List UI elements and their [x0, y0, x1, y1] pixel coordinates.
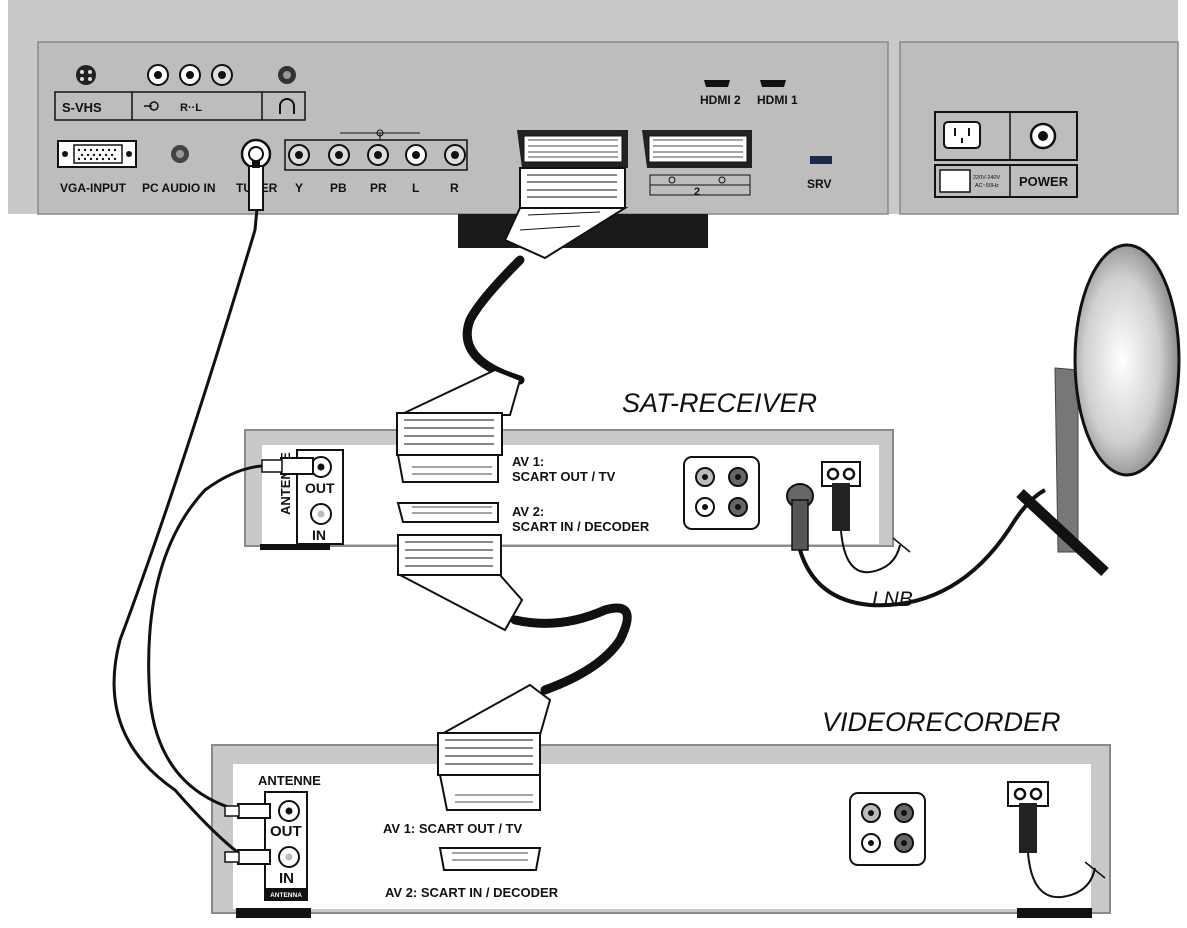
comp-label-y: Y: [295, 181, 303, 195]
hdmi-1-port: [760, 80, 786, 87]
sat-receiver-title: SAT-RECEIVER: [622, 388, 817, 418]
srv-port: [810, 156, 832, 164]
vga-port: [57, 140, 137, 168]
sat-out-label: OUT: [305, 480, 335, 496]
satellite-dish: [1016, 243, 1181, 577]
sat-av2-scart-plug: [397, 534, 524, 632]
vcr-title: VIDEORECORDER: [822, 707, 1061, 737]
tuner-jack: [240, 138, 272, 170]
lnb-label: LNB: [872, 588, 913, 611]
sat-av1-line1: AV 1:: [512, 454, 544, 469]
svhs-label: S-VHS: [62, 100, 102, 115]
av-input-icon: [144, 101, 159, 111]
vcr-av1-scart-plug: [436, 683, 552, 811]
comp-label-l: L: [412, 181, 419, 195]
sat-power-plug: [821, 461, 911, 574]
srv-label: SRV: [807, 177, 831, 191]
scart-2-label: 2: [694, 186, 700, 198]
headphone-icon: [279, 98, 295, 114]
videorecorder: VIDEORECORDER ANTENNE OUT IN ANTENNA AV …: [211, 707, 1111, 918]
svhs-jack: [76, 65, 96, 85]
av-rca-jacks: [147, 64, 233, 86]
vcr-antenna-badge: ANTENNA: [270, 892, 302, 899]
hdmi-1-label: HDMI 1: [757, 93, 798, 107]
headphone-jack: [278, 66, 296, 84]
comp-label-pb: PB: [330, 181, 347, 195]
sat-av2-scart-port: [396, 502, 499, 523]
voltage-line-2: AC~50Hz: [975, 183, 999, 189]
lnb-connector: [786, 483, 814, 551]
pc-audio-label: PC AUDIO IN: [142, 181, 216, 195]
vcr-rca-jacks: [849, 792, 926, 866]
hdmi-2-port: [704, 80, 730, 87]
power-socket: [943, 121, 981, 149]
sat-rca-jacks: [683, 456, 760, 530]
tv-back-panel: S-VHS R··L VGA-INPUT PC AUDIO IN: [8, 0, 1179, 248]
component-jacks: [288, 144, 466, 166]
pc-audio-jack: [171, 145, 189, 163]
sat-av1-scart-plug: [396, 368, 522, 483]
power-button: [1029, 122, 1057, 150]
tv-scart-plug: [503, 167, 629, 260]
vcr-av2-label: AV 2: SCART IN / DECODER: [385, 885, 559, 900]
sat-av2-line1: AV 2:: [512, 504, 544, 519]
vcr-in-label: IN: [279, 870, 294, 887]
vcr-antenna-plugs: [224, 803, 271, 865]
cables: [112, 160, 1046, 865]
sat-av2-line2: SCART IN / DECODER: [512, 519, 650, 534]
sat-in-label: IN: [312, 527, 326, 543]
power-label: POWER: [1019, 174, 1069, 189]
vcr-antenna-label: ANTENNE: [258, 773, 321, 788]
voltage-line-1: 220V-240V: [973, 175, 1001, 181]
audio-rl-label: R··L: [180, 102, 202, 114]
vcr-av2-scart-port: [438, 847, 542, 871]
comp-label-pr: PR: [370, 181, 387, 195]
vga-label: VGA-INPUT: [60, 181, 127, 195]
tv-scart-1-port: [517, 130, 628, 168]
comp-label-r: R: [450, 181, 459, 195]
sat-av1-line2: SCART OUT / TV: [512, 469, 616, 484]
hdmi-2-label: HDMI 2: [700, 93, 741, 107]
vcr-out-label: OUT: [270, 823, 302, 840]
tv-scart-2-port: [642, 130, 752, 168]
sat-antenna-plug: [261, 457, 314, 475]
sat-receiver: SAT-RECEIVER OUT IN ANTENNE AV 1: SCART …: [244, 388, 913, 611]
vcr-power-plug: [1007, 781, 1106, 899]
vcr-av1-label: AV 1: SCART OUT / TV: [383, 821, 522, 836]
